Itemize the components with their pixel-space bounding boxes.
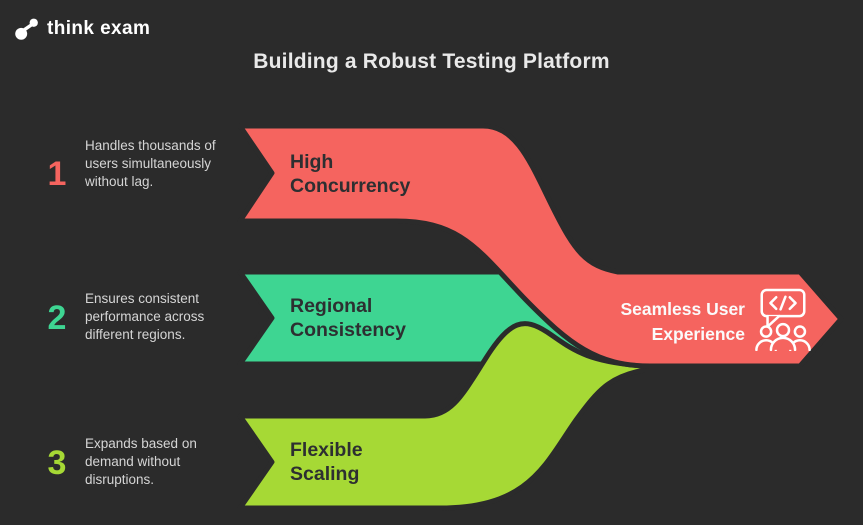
step-number-3: 3: [47, 444, 67, 482]
ribbon-high-concurrency-result-arrow: [237, 123, 844, 369]
page-title: Building a Robust Testing Platform: [253, 50, 610, 73]
ribbon-label-regional-consistency: Regional Consistency: [290, 295, 406, 341]
result-label: Seamless User Experience: [620, 299, 745, 344]
step-number-2: 2: [47, 299, 67, 337]
ribbon-label-flexible-scaling: Flexible Scaling: [290, 439, 363, 485]
logo: think exam: [13, 15, 150, 42]
step-description-2: Ensures consistent performance across di…: [85, 291, 205, 342]
logo-text: think exam: [47, 17, 151, 39]
step-number-1: 1: [47, 155, 67, 193]
think-exam-dots-icon: [15, 18, 38, 40]
code-chat-people-icon: [755, 288, 811, 351]
ribbon-label-high-concurrency: High Concurrency: [290, 151, 411, 197]
step-description-1: Handles thousands of users simultaneousl…: [85, 138, 216, 189]
step-description-3: Expands based on demand without disrupti…: [85, 436, 197, 487]
